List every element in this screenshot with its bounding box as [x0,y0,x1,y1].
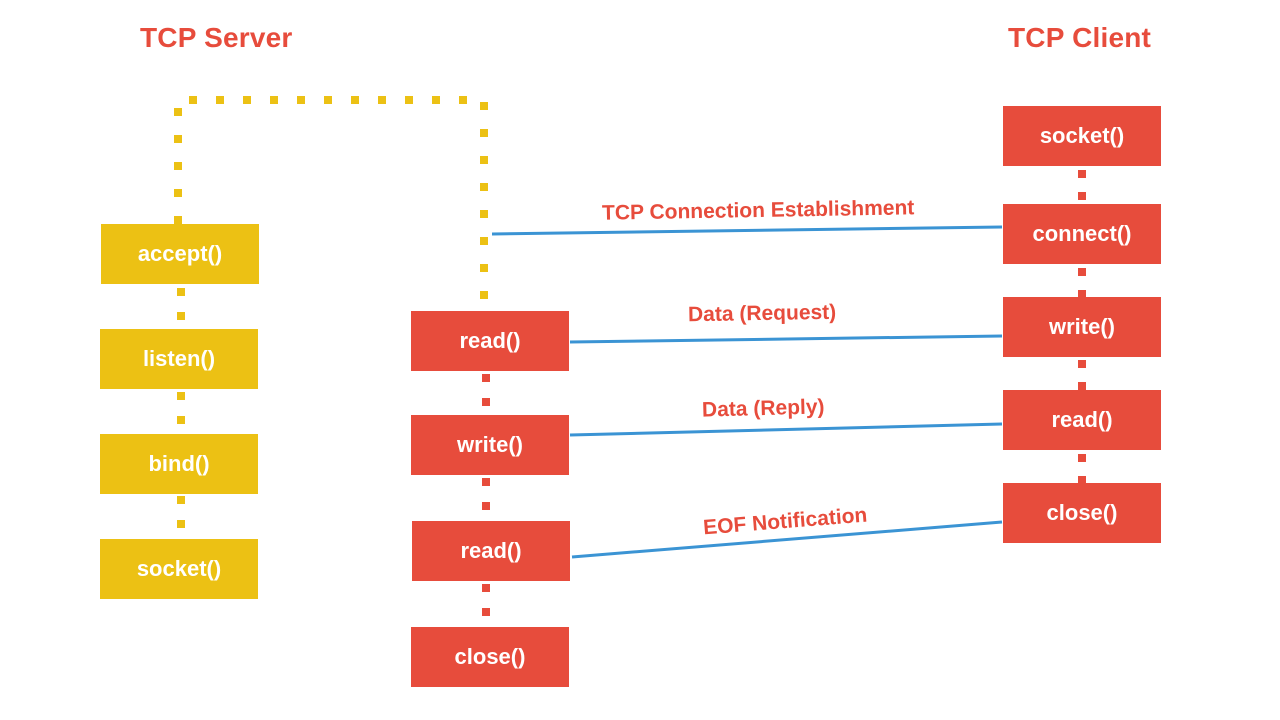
server-accept-box: accept() [101,224,259,284]
server-listen-box: listen() [100,329,258,389]
reply-message-line [569,422,1003,437]
server-read-again-box: read() [412,521,570,581]
server-socket-box: socket() [100,539,258,599]
eof-message-line [571,520,1003,559]
client-socket-box: socket() [1003,106,1161,166]
server-write-box: write() [411,415,569,475]
connection-message-line [491,225,1003,236]
request-message-label: Data (Request) [687,300,837,327]
client-heading: TCP Client [1008,22,1152,53]
server-flow-path [174,96,488,300]
server-bind-box: bind() [100,434,258,494]
server-read-box: read() [411,311,569,371]
request-message-line [569,334,1003,344]
client-close-box: close() [1003,483,1161,543]
client-write-box: write() [1003,297,1161,357]
reply-message-label: Data (Reply) [701,395,825,422]
client-connect-box: connect() [1003,204,1161,264]
client-read-box: read() [1003,390,1161,450]
server-close-box: close() [411,627,569,687]
server-heading: TCP Server [140,22,293,53]
